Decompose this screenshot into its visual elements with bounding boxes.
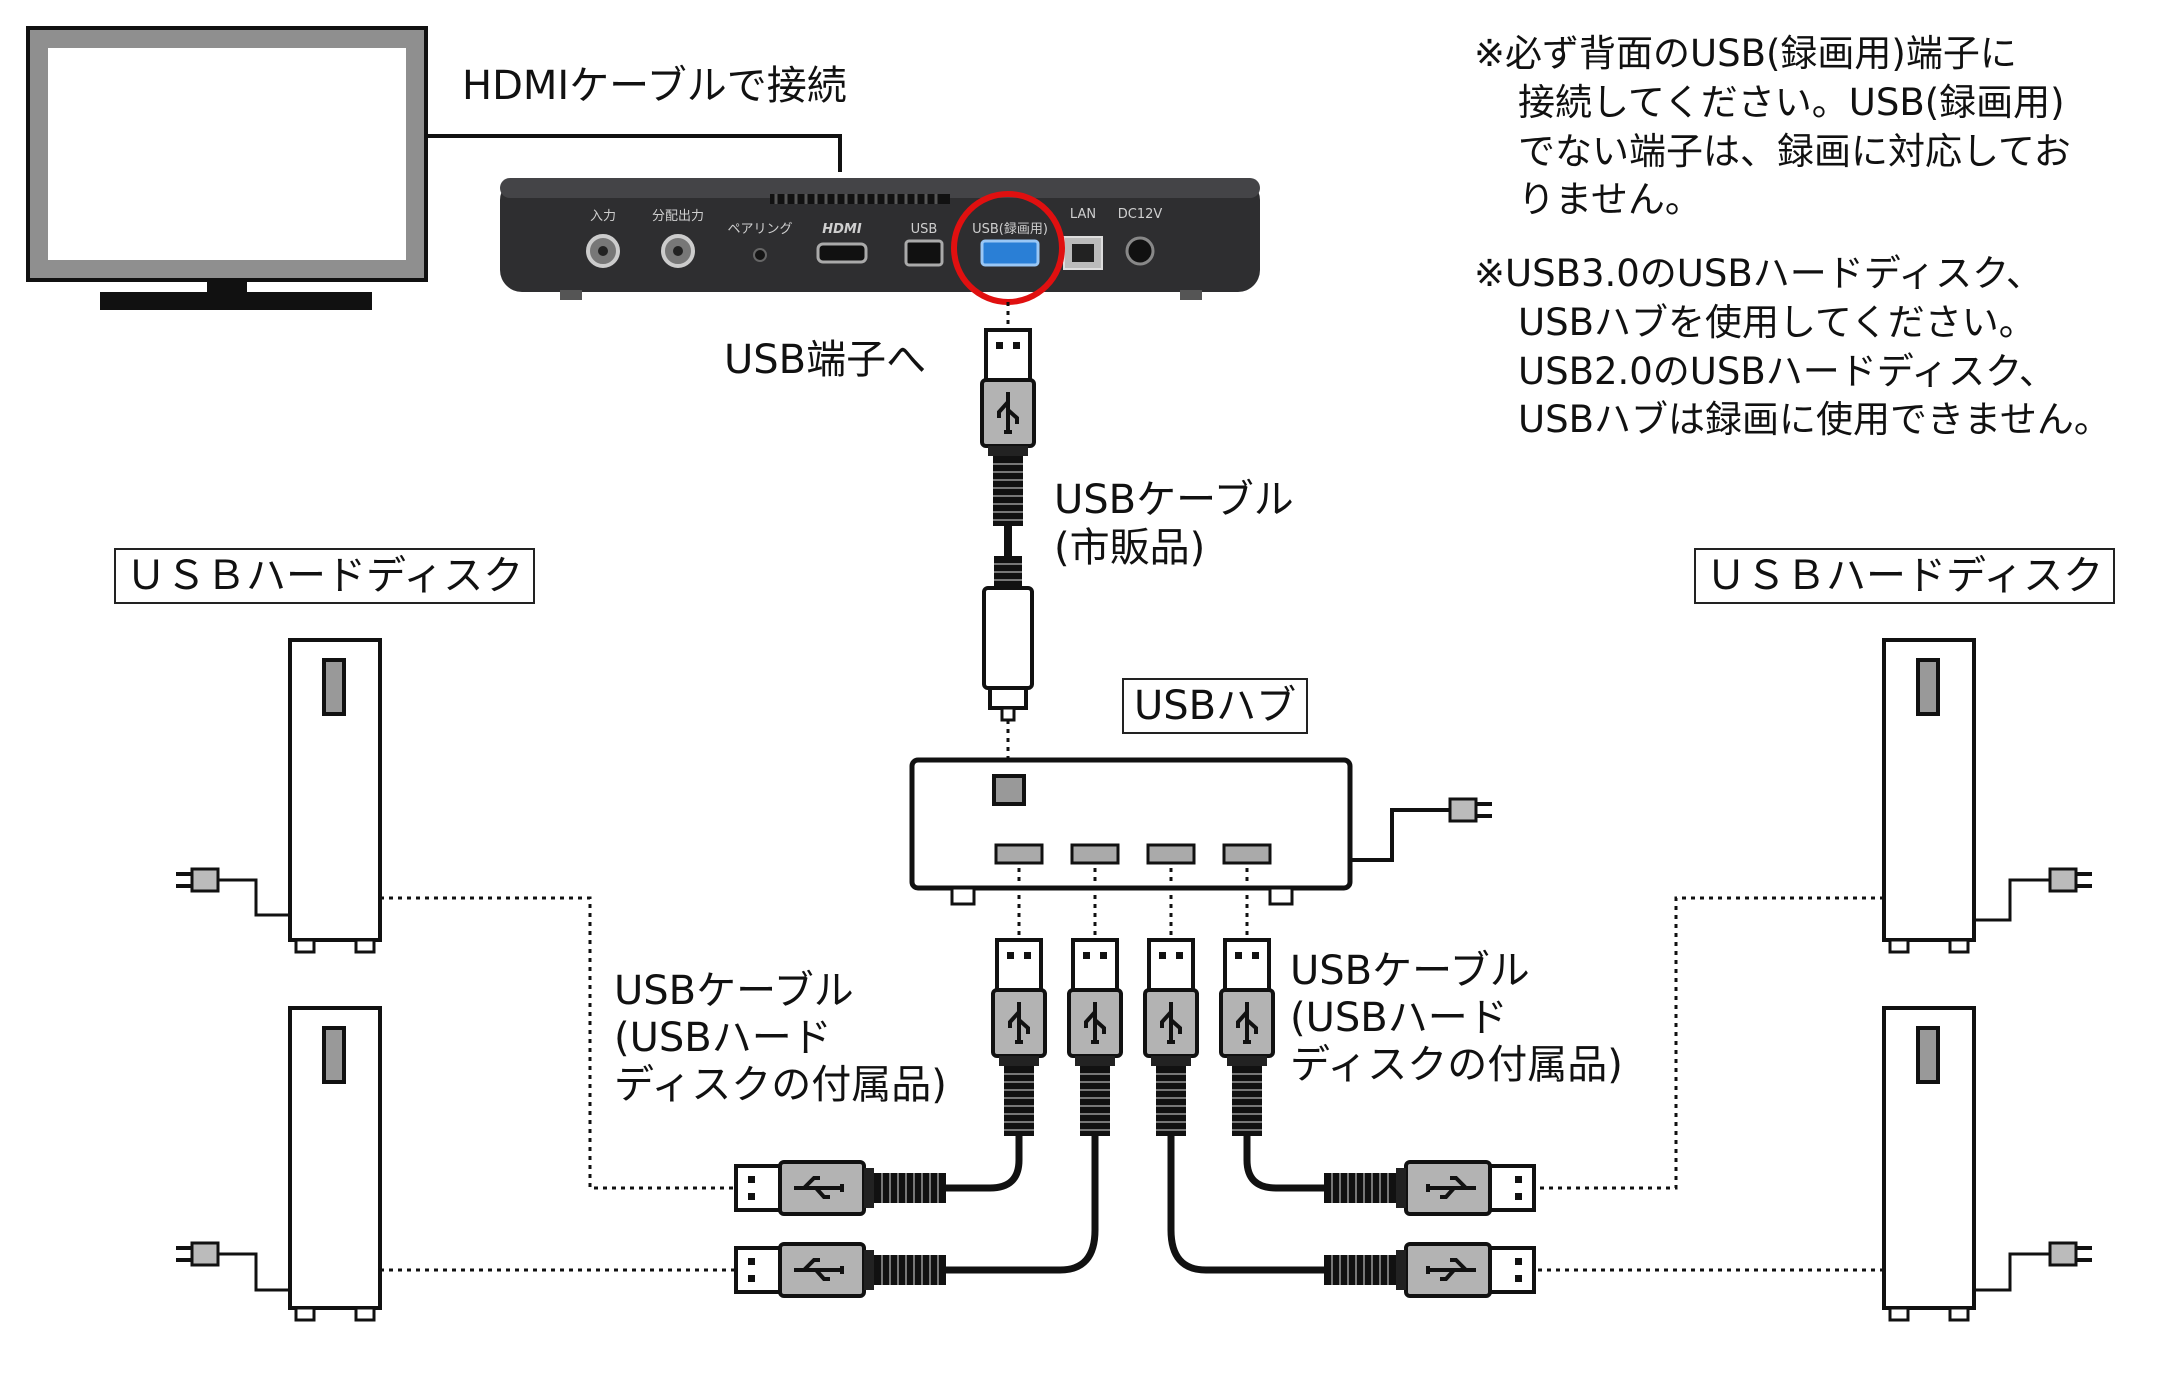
note1-line4: りません。 [1518,178,1702,222]
usb-cable-acc-right-line3: ディスクの付属品) [1290,1042,1623,1089]
usb-hub-device [909,757,1353,906]
hdd-right-top-icon [1882,638,1976,954]
port-label-lan: LAN [1070,207,1096,222]
usb-port-icon [904,239,944,267]
usb-cable-acc-left-line1: USBケーブル [614,968,854,1014]
note2-line1: ※USB3.0のUSBハードディスク、 [1474,252,2043,295]
hdd-left-top-icon [288,638,382,954]
pairing-button-icon [753,248,767,262]
usb-hdd-left-label: ＵＳＢハードディスク [114,548,536,604]
port-label-dc: DC12V [1118,207,1163,222]
hdd-left-bottom-icon [288,1006,382,1322]
usb-cable-acc-left-line2: (USBハード [614,1015,832,1062]
hdd-right-bottom-icon [1882,1006,1976,1322]
usb-cable-retail-line2: (市販品) [1054,525,1206,571]
port-label-split: 分配出力 [652,209,704,224]
hdmi-port-icon [816,242,868,264]
note-usb-rec: ※必ず背面のUSB(録画用)端子に 接続してください。USB(録画用) でない端… [1474,30,2071,225]
usb-hub-label: USBハブ [1122,678,1309,734]
hub-port-1-icon [994,843,1044,865]
port-label-usb-rec: USB(録画用) [972,222,1048,237]
usb-cable-acc-right-label: USBケーブル (USBハード ディスクの付属品) [1290,948,1623,1090]
note2-line2: USBハブを使用してください。 [1518,300,2036,344]
port-label-usb: USB [911,222,938,237]
note-usb3: ※USB3.0のUSBハードディスク、 USBハブを使用してください。 USB2… [1474,250,2111,445]
port-label-pairing: ペアリング [727,222,792,237]
usb-cable-retail-label: USBケーブル (市販品) [1054,476,1294,572]
usb-cable-acc-right-line1: USBケーブル [1290,948,1530,994]
usb-cable-acc-left-label: USBケーブル (USBハード ディスクの付属品) [614,968,947,1110]
hdd-cables [900,1136,1356,1274]
usb-cable-acc-left-line3: ディスクの付属品) [614,1062,947,1109]
hub-port-4-icon [1222,843,1272,865]
port-label-input: 入力 [590,209,616,224]
note1-line3: でない端子は、録画に対応してお [1518,129,2071,173]
hub-power-plug-icon [1448,797,1494,823]
hub-port-2-icon [1070,843,1120,865]
note1-line2: 接続してください。USB(録画用) [1518,80,2065,124]
hdmi-connect-label: HDMIケーブルで接続 [462,63,847,109]
usb-cable-retail [980,328,1036,722]
usb-cable-acc-right-line2: (USBハード [1290,995,1508,1042]
usb-rec-port-icon [980,239,1040,267]
hub-port-3-icon [1146,843,1196,865]
dc-jack-icon [1125,236,1155,266]
hub-usb-plugs [991,938,1275,1138]
hub-upstream-port-icon [992,774,1026,806]
hdmi-cable [426,134,842,172]
note1-line1: ※必ず背面のUSB(録画用)端子に [1474,32,2017,75]
note2-line4: USBハブは録画に使用できません。 [1518,398,2111,442]
port-label-hdmi: HDMI [822,222,862,237]
usb-cable-retail-line1: USBケーブル [1054,477,1294,523]
usb-hdd-right-label: ＵＳＢハードディスク [1694,548,2116,604]
tv-monitor-icon [26,26,428,310]
usb-port-to-label: USB端子へ [724,337,927,383]
note2-line3: USB2.0のUSBハードディスク、 [1518,349,2056,393]
recorder-device: 入力 分配出力 ペアリング HDMI USB USB(録画用) LAN DC12… [500,178,1260,300]
